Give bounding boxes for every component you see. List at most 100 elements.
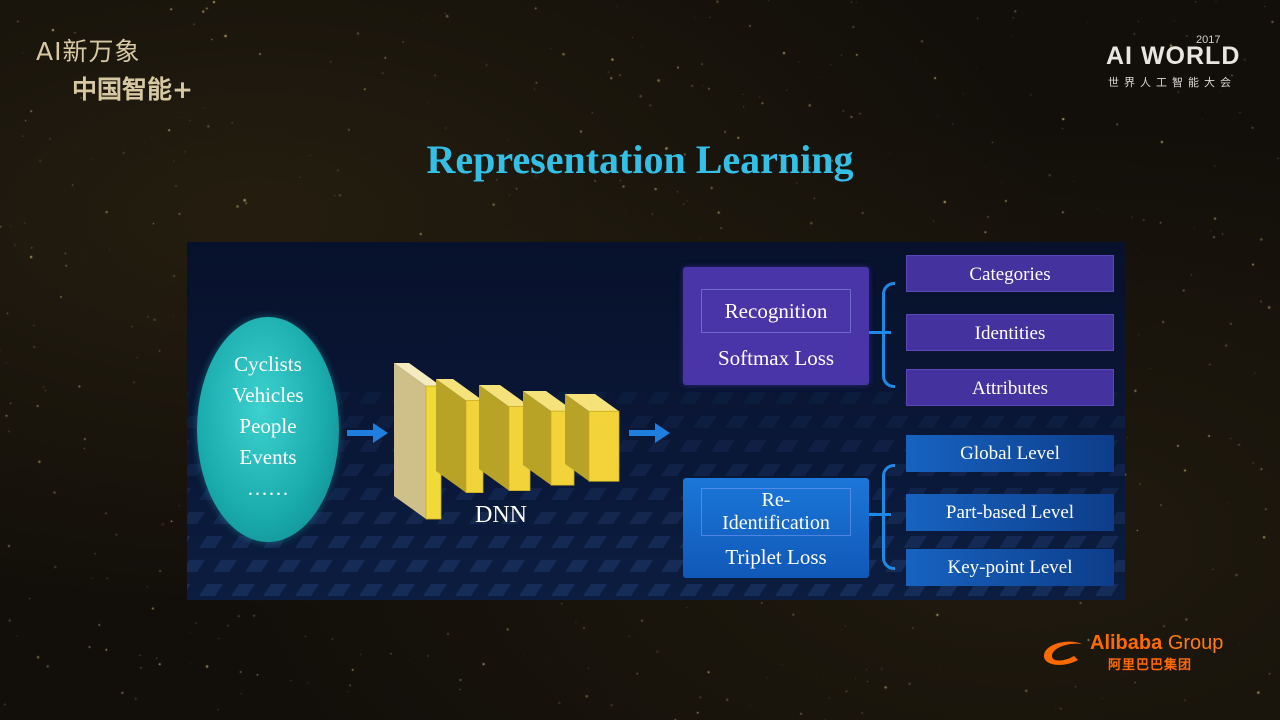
- floor-tile: [935, 584, 959, 596]
- floor-tile: [199, 584, 223, 596]
- floor-tile: [583, 584, 607, 596]
- dnn-layer-side: [394, 363, 426, 520]
- floor-tile: [391, 536, 415, 548]
- floor-tile: [187, 512, 205, 524]
- dnn-layer-side: [436, 379, 466, 493]
- floor-tile: [807, 392, 831, 404]
- slide-title: Representation Learning: [426, 137, 854, 182]
- logo-left-line1: AI新万象: [36, 37, 141, 66]
- dnn-layer-side: [479, 385, 509, 491]
- floor-tile: [789, 416, 813, 428]
- floor-tile: [359, 488, 383, 500]
- reid-name: Re- Identification: [701, 488, 851, 536]
- floor-tile: [245, 560, 269, 572]
- floor-tile: [469, 512, 493, 524]
- floor-tile: [213, 560, 237, 572]
- floor-tile: [629, 464, 653, 476]
- floor-tile: [583, 536, 607, 548]
- input-item: ……: [247, 476, 289, 500]
- floor-tile: [661, 416, 685, 428]
- floor-tile: [437, 512, 461, 524]
- floor-tile: [551, 488, 575, 500]
- floor-tile: [917, 416, 941, 428]
- floor-tile: [533, 560, 557, 572]
- brace-icon: [882, 282, 895, 388]
- floor-tile: [565, 512, 589, 524]
- input-item: People: [239, 414, 297, 438]
- floor-tile: [597, 512, 621, 524]
- floor-tile: [743, 392, 767, 404]
- floor-tile: [583, 488, 607, 500]
- floor-tile: [187, 584, 191, 590]
- floor-tile: [341, 416, 365, 428]
- floor-tile: [1063, 584, 1087, 596]
- floor-tile: [1077, 416, 1101, 428]
- floor-tile: [949, 416, 973, 428]
- alibaba-logo-icon: [1044, 641, 1082, 665]
- dnn-layer-top: [479, 385, 530, 407]
- logo-year: 2017: [1196, 34, 1221, 46]
- dnn-layer-side: [565, 394, 589, 482]
- floor-tile: [519, 584, 543, 596]
- floor-tile: [967, 536, 991, 548]
- dnn-label: DNN: [475, 502, 527, 528]
- floor-tile: [295, 584, 319, 596]
- recognition-box: Recognition Softmax Loss: [683, 267, 869, 385]
- floor-tile: [327, 488, 351, 500]
- floor-tile: [821, 416, 845, 428]
- floor-tile: [487, 536, 511, 548]
- floor-tile: [775, 440, 799, 452]
- floor-tile: [1109, 464, 1125, 476]
- dnn-layer-side: [523, 391, 551, 486]
- reid-box: Re- Identification Triplet Loss: [683, 478, 869, 578]
- floor-tile: [263, 584, 287, 596]
- floor-tile: [341, 512, 365, 524]
- floor-tile: [373, 560, 397, 572]
- floor-tile: [757, 464, 781, 476]
- floor-tile: [693, 416, 717, 428]
- floor-tile: [821, 464, 845, 476]
- floor-tile: [391, 584, 415, 596]
- floor-tile: [199, 536, 223, 548]
- brace-tick: [869, 513, 891, 516]
- floor-tile: [679, 392, 703, 404]
- dnn-layer-front: [588, 410, 620, 482]
- output-part-based-level: Part-based Level: [906, 494, 1114, 531]
- floor-tile: [1031, 584, 1055, 596]
- floor-tile: [853, 464, 877, 476]
- floor-tile: [661, 464, 685, 476]
- floor-tile: [999, 536, 1023, 548]
- floor-tile: [711, 440, 735, 452]
- floor-tile: [359, 392, 383, 404]
- output-identities: Identities: [906, 314, 1114, 351]
- floor-tile: [1045, 416, 1069, 428]
- floor-tile: [277, 560, 301, 572]
- floor-tile: [885, 416, 909, 428]
- floor-tile: [647, 536, 671, 548]
- floor-tile: [661, 512, 685, 524]
- floor-tile: [341, 560, 365, 572]
- alibaba-group-text: Group: [1167, 632, 1224, 654]
- floor-tile: [615, 440, 639, 452]
- floor-tile: [679, 584, 703, 596]
- recognition-loss: Softmax Loss: [717, 346, 835, 370]
- floor-tile: [839, 584, 863, 596]
- floor-tile: [725, 464, 749, 476]
- floor-tile: [967, 584, 991, 596]
- floor-tile: [565, 560, 589, 572]
- dnn-layers: [394, 363, 620, 520]
- floor-tile: [679, 440, 703, 452]
- floor-tile: [871, 584, 895, 596]
- alibaba-group-logo: Alibaba Group 阿里巴巴集团: [1038, 632, 1248, 673]
- floor-tile: [775, 392, 799, 404]
- floor-tile: [469, 560, 493, 572]
- right-arrow-icon: [629, 423, 670, 443]
- floor-tile: [1109, 416, 1125, 428]
- floor-tile: [629, 512, 653, 524]
- output-key-point-level: Key-point Level: [906, 549, 1114, 586]
- input-item: Cyclists: [234, 352, 302, 376]
- floor-tile: [533, 512, 557, 524]
- floor-tile: [187, 440, 191, 446]
- logo-left-line2: 中国智能+: [72, 75, 193, 104]
- floor-tile: [327, 584, 351, 596]
